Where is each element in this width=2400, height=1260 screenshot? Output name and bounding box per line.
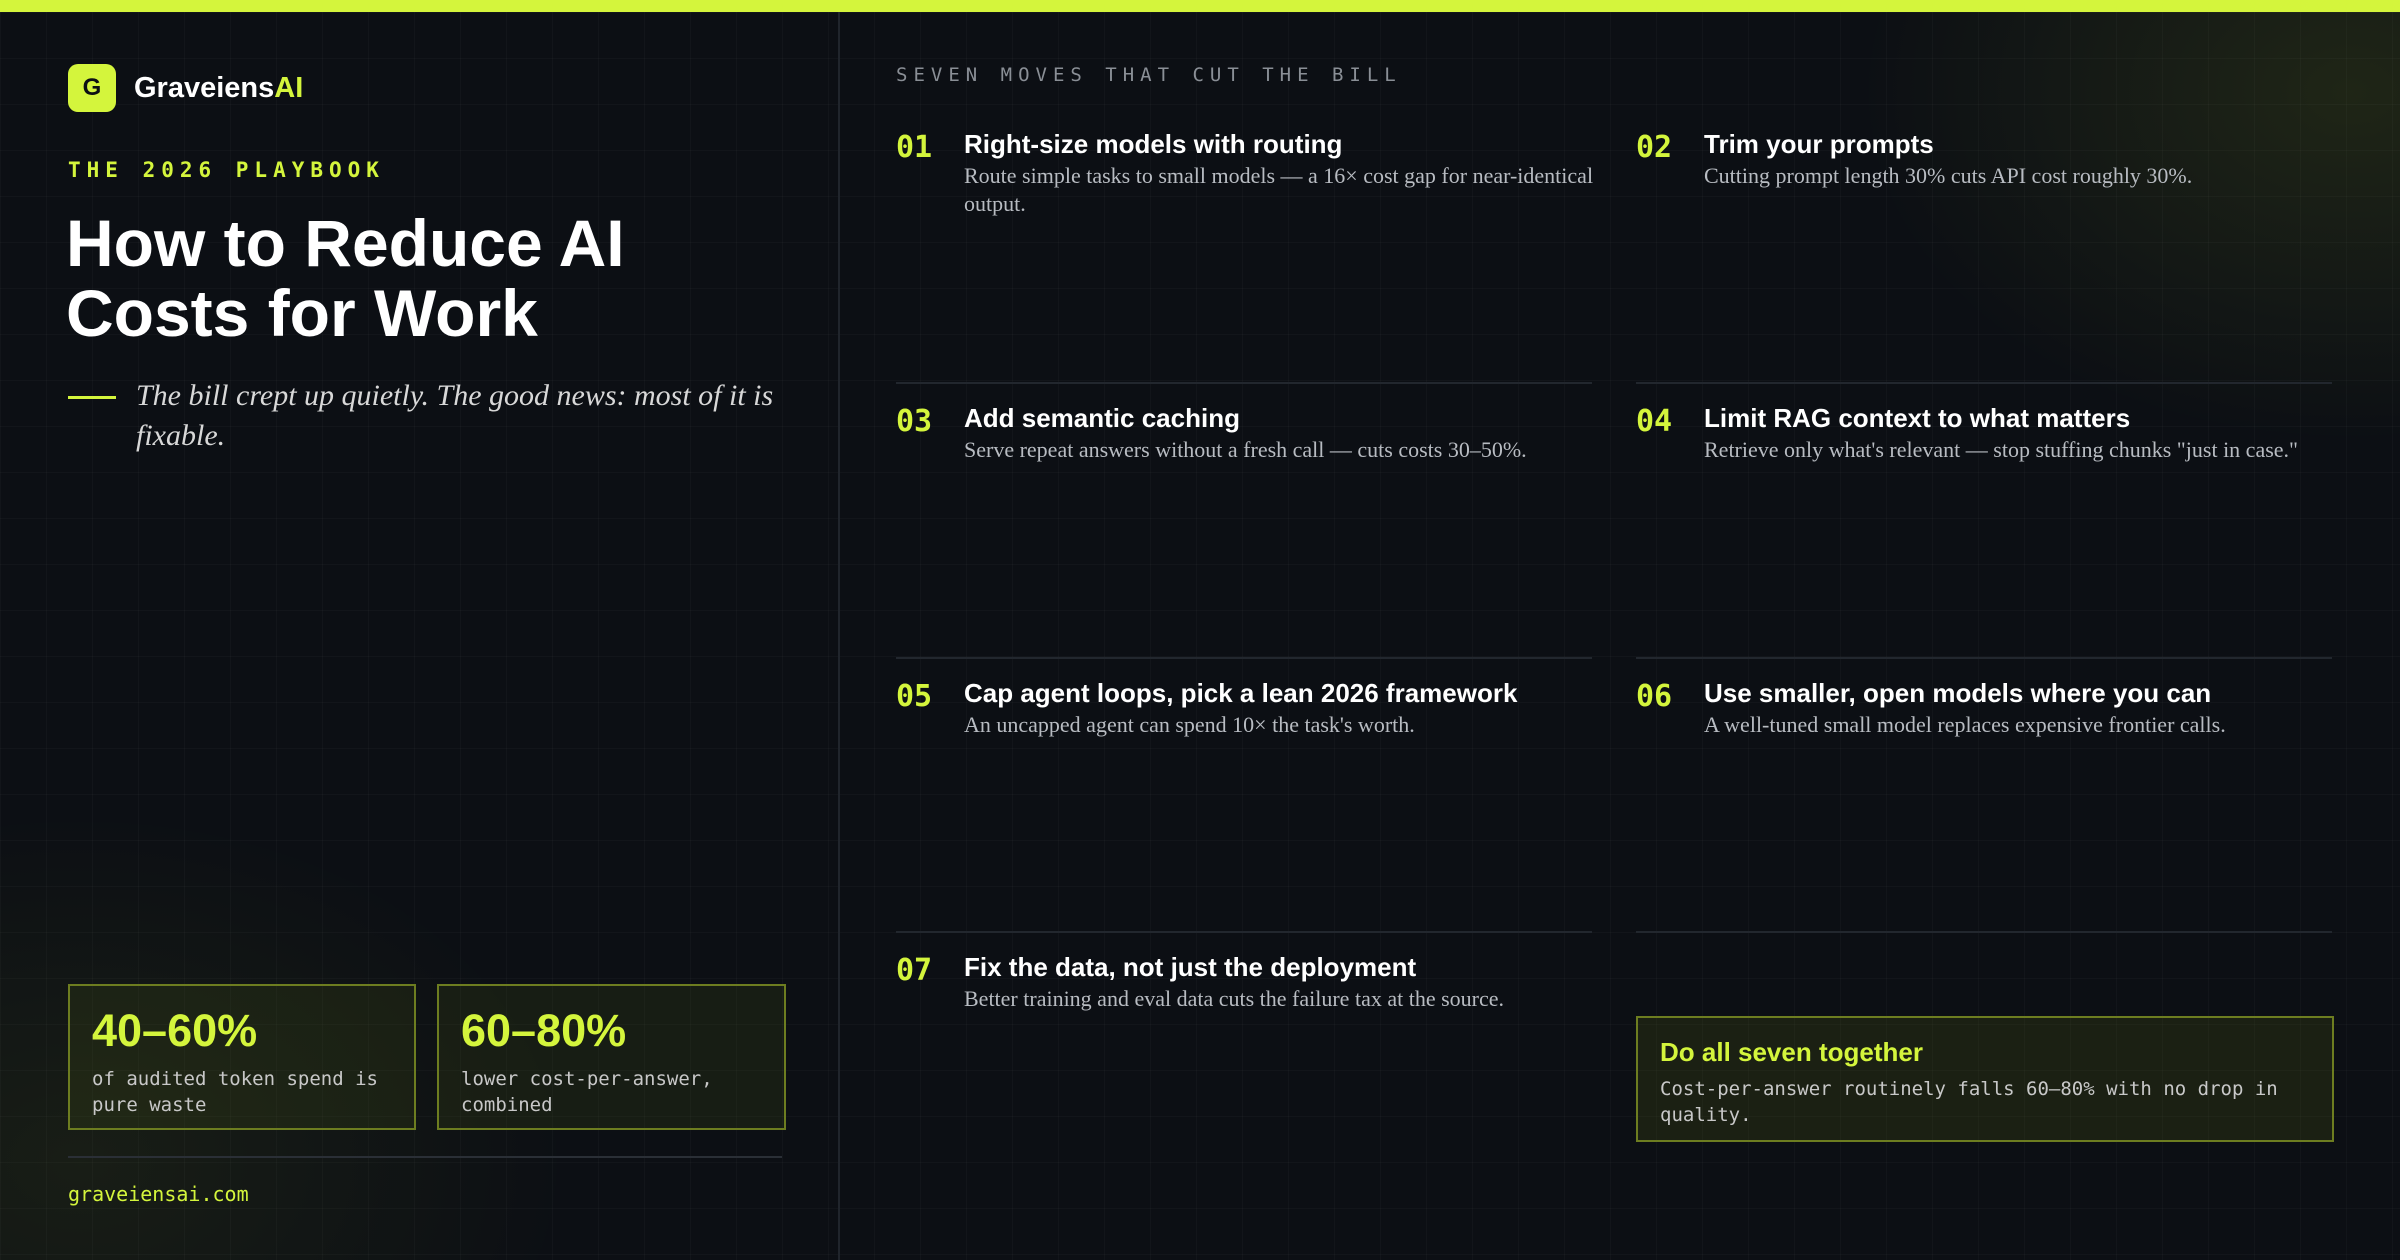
footer-rule xyxy=(68,1156,782,1158)
background-grid xyxy=(0,12,2400,1260)
move-description: Serve repeat answers without a fresh cal… xyxy=(964,437,1527,462)
move-number: 02 xyxy=(1636,130,1673,165)
move-title: Fix the data, not just the deployment xyxy=(964,952,1417,982)
move-description: Better training and eval data cuts the f… xyxy=(964,986,1504,1011)
eyebrow: THE 2026 PLAYBOOK xyxy=(68,158,385,182)
accent-top-bar xyxy=(0,0,2400,12)
callout-description: Cost-per-answer routinely falls 60–80% w… xyxy=(1660,1078,2278,1126)
move-number: 01 xyxy=(896,130,933,165)
move-description: An uncapped agent can spend 10× the task… xyxy=(964,712,1415,737)
column-divider xyxy=(838,12,840,1260)
summary-callout: Do all seven together Cost-per-answer ro… xyxy=(1636,1016,2334,1142)
brand-name-accent: AI xyxy=(274,71,304,104)
section-label: SEVEN MOVES THAT CUT THE BILL xyxy=(896,64,1402,86)
row-divider xyxy=(1636,931,2332,933)
stat-card-waste: 40–60% of audited token spend is pure wa… xyxy=(68,984,416,1130)
move-title: Trim your prompts xyxy=(1704,129,1934,159)
logo-mark: G xyxy=(68,64,116,112)
move-number: 04 xyxy=(1636,404,1673,439)
stat-label: lower cost-per-answer, combined xyxy=(461,1068,713,1116)
row-divider xyxy=(896,931,1592,933)
move-description: A well-tuned small model replaces expens… xyxy=(1704,712,2226,737)
row-divider xyxy=(896,382,1592,384)
brand-name: GraveiensAI xyxy=(134,72,303,105)
move-number: 07 xyxy=(896,953,933,988)
site-link[interactable]: graveiensai.com xyxy=(68,1182,249,1206)
row-divider xyxy=(1636,382,2332,384)
callout-title: Do all seven together xyxy=(1660,1037,1923,1067)
move-title: Cap agent loops, pick a lean 2026 framew… xyxy=(964,678,1518,708)
move-title: Right-size models with routing xyxy=(964,129,1343,159)
move-number: 05 xyxy=(896,679,933,714)
stat-card-savings: 60–80% lower cost-per-answer, combined xyxy=(437,984,786,1130)
move-title: Add semantic caching xyxy=(964,403,1240,433)
move-description: Cutting prompt length 30% cuts API cost … xyxy=(1704,163,2193,188)
stat-label: of audited token spend is pure waste xyxy=(92,1068,378,1116)
background-glow xyxy=(0,12,2400,1260)
subtitle: The bill crept up quietly. The good news… xyxy=(136,379,774,452)
subtitle-accent-rule xyxy=(68,396,116,399)
move-title: Limit RAG context to what matters xyxy=(1704,403,2131,433)
stat-value: 40–60% xyxy=(92,1005,258,1056)
row-divider xyxy=(896,657,1592,659)
move-number: 06 xyxy=(1636,679,1673,714)
subtitle-row: The bill crept up quietly. The good news… xyxy=(68,376,788,456)
move-description: Retrieve only what's relevant — stop stu… xyxy=(1704,437,2299,462)
stat-value: 60–80% xyxy=(461,1005,627,1056)
move-number: 03 xyxy=(896,404,933,439)
row-divider xyxy=(1636,657,2332,659)
brand: G GraveiensAI xyxy=(68,64,303,112)
page-title: How to Reduce AI Costs for Work xyxy=(66,206,625,350)
move-description: Route simple tasks to small models — a 1… xyxy=(964,163,1594,216)
move-title: Use smaller, open models where you can xyxy=(1704,678,2212,708)
brand-name-main: Graveiens xyxy=(134,71,275,104)
